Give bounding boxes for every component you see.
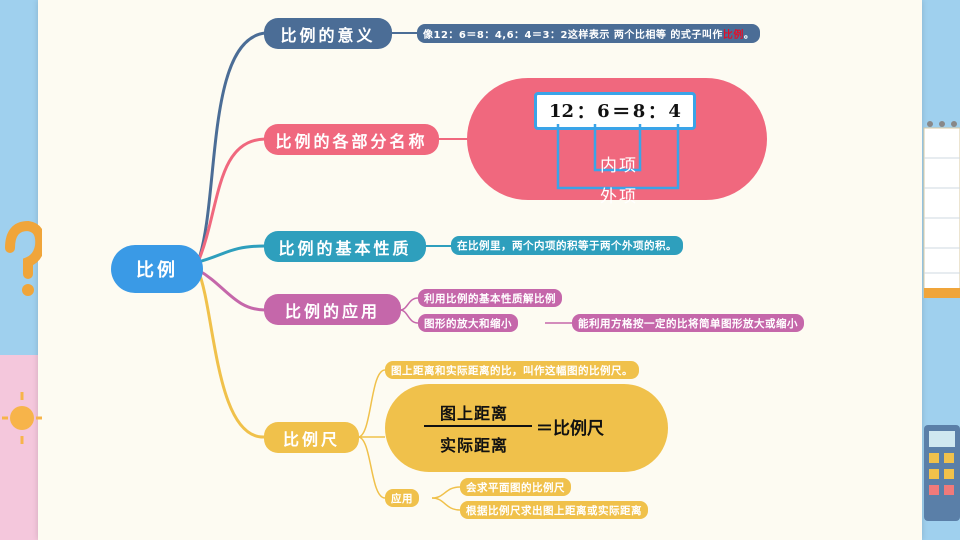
ratio-b: 6 [597,100,610,122]
ratio-box: 12 ： 6 ＝ 8 ： 4 [534,92,696,130]
inner-term-label: 内项 [600,156,638,176]
leaf-scale-definition: 图上距离和实际距离的比，叫作这幅图的比例尺。 [385,361,639,379]
ratio-colon-2: ： [647,102,666,123]
formula-denominator: 实际距离 [440,436,509,455]
branch-scale: 比例尺 [264,422,359,453]
ratio-colon-1: ： [576,102,595,123]
leaf-grid-scaling: 能利用方格按一定的比将简单图形放大或缩小 [572,314,804,332]
formula-rhs: ＝比例尺 [536,419,604,439]
root-node: 比例 [111,245,203,293]
definition-text: 像12：6＝8：4,6：4＝3：2这样表示 两个比相等 的式子叫作 [423,30,723,41]
scale-application-label: 应用 [385,489,419,507]
fraction-bar [424,425,532,427]
ratio-d: 4 [668,100,681,122]
leaf-scale-figures: 图形的放大和缩小 [418,314,518,332]
definition-highlight: 比例 [722,30,744,41]
leaf-meaning-definition: 像12：6＝8：4,6：4＝3：2这样表示 两个比相等 的式子叫作比例。 [417,24,761,43]
left-frame-pink [0,355,40,540]
definition-suffix: 。 [743,30,755,41]
leaf-property: 在比例里，两个内项的积等于两个外项的积。 [451,236,683,255]
leaf-solve-proportion: 利用比例的基本性质解比例 [418,289,562,307]
ratio-c: 8 [632,100,646,122]
sun-icon [2,392,42,444]
branch-meaning: 比例的意义 [264,18,392,49]
outer-term-label: 外项 [600,187,638,207]
formula-panel [385,384,668,472]
left-frame [0,0,40,540]
question-mark-icon [5,220,42,296]
ratio-equals: ＝ [612,102,631,123]
calculator-icon [924,425,960,521]
branch-property: 比例的基本性质 [264,231,426,262]
leaf-find-distance: 根据比例尺求出图上距离或实际距离 [460,501,648,519]
ratio-a: 12 [549,100,575,122]
leaf-find-scale: 会求平面图的比例尺 [460,478,571,496]
term-brackets [556,124,680,190]
branch-parts: 比例的各部分名称 [264,124,439,155]
formula-numerator: 图上距离 [440,404,509,423]
branch-application: 比例的应用 [264,294,401,325]
notebook-icon [923,121,960,298]
